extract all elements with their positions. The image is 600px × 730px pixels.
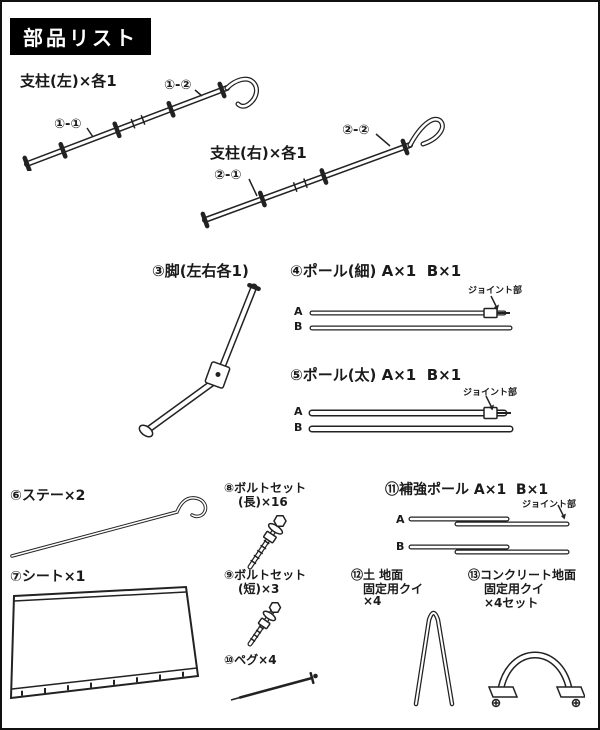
- soil-stake-label-line2: 固定用クイ: [363, 582, 424, 596]
- peg-label: ⑩ペグ×4: [224, 653, 277, 667]
- pillar-right-tag-lower: ②-①: [214, 168, 242, 183]
- peg-drawing: [230, 671, 318, 701]
- stay-drawing: [10, 496, 208, 558]
- pillar-right-label: 支柱(右)×各1: [210, 144, 307, 162]
- saddle-anchor: [487, 651, 585, 708]
- bolt-short-label-line1: ⑨ボルトセット: [224, 568, 307, 582]
- bolt-long-label-line1: ⑧ボルトセット: [224, 481, 307, 495]
- bolt-long-label-line2: (長)×16: [238, 495, 288, 509]
- reinforce-pole-drawing: [408, 504, 570, 555]
- soil-stake-drawing: [413, 610, 455, 707]
- leg-drawing: [138, 282, 261, 438]
- pillar-left-tube: [22, 76, 259, 171]
- joint-arrow: [490, 295, 499, 311]
- bolt-long: [247, 515, 287, 570]
- leg-tubes: [138, 282, 261, 438]
- concrete-stake-label-line2: 固定用クイ: [484, 582, 545, 596]
- bolt-short-label-line2: (短)×3: [238, 582, 280, 596]
- pole-thin-tubes: [309, 307, 513, 331]
- concrete-stake-label-line3: ×4セット: [484, 596, 539, 610]
- pole-thick-joint-label: ジョイント部: [463, 388, 518, 398]
- sheet-panel: [9, 585, 200, 700]
- pole-thin-label: ④ポール(細) A×1 B×1: [290, 262, 462, 280]
- pole-thick-row-b-label: B: [294, 421, 303, 434]
- sheet-label: ⑦シート×1: [10, 569, 86, 585]
- joint-arrow: [557, 504, 566, 520]
- reinforce-joint-label: ジョイント部: [522, 500, 577, 510]
- stay-rod: [10, 496, 208, 558]
- pillar-right-tag-upper: ②-②: [342, 123, 370, 138]
- stay-label: ⑥ステー×2: [10, 488, 86, 504]
- pole-thick-label: ⑤ポール(太) A×1 B×1: [290, 366, 462, 384]
- joint-arrow: [485, 395, 494, 411]
- pole-thin-row-a-label: A: [294, 305, 303, 318]
- leg-label: ③脚(左右各1): [152, 262, 249, 280]
- soil-stake-label-line3: ×4: [363, 594, 382, 608]
- pole-thin-row-b-label: B: [294, 320, 303, 333]
- peg: [230, 671, 318, 701]
- pillar-right-tube: [200, 116, 445, 229]
- sheet-drawing: [9, 585, 200, 700]
- pillar-left-tag-lower: ①-①: [54, 117, 82, 132]
- bolt-long-drawing: [247, 515, 287, 570]
- reinforce-tubes: [408, 516, 570, 555]
- pillar-left-label: 支柱(左)×各1: [20, 72, 117, 90]
- pillar-right-drawing: [200, 116, 445, 229]
- pole-thick-tubes: [308, 406, 514, 433]
- reinforce-pole-label: ⑪補強ポール A×1 B×1: [385, 482, 549, 498]
- reinforce-row-a-label: A: [396, 513, 405, 526]
- pole-thin-drawing: [309, 295, 513, 331]
- reinforce-row-b-label: B: [396, 540, 405, 553]
- page-title-badge: 部品リスト: [10, 18, 151, 55]
- pole-thick-row-a-label: A: [294, 405, 303, 418]
- bolt-short-drawing: [247, 601, 282, 647]
- soil-stake-label-line1: ⑫土 地面: [351, 568, 404, 582]
- concrete-stake-drawing: [487, 651, 585, 708]
- pillar-left-drawing: [22, 76, 259, 171]
- u-stake: [413, 610, 455, 707]
- concrete-stake-label-line1: ⑬コンクリート地面: [468, 568, 577, 582]
- pillar-left-tag-upper: ①-②: [164, 78, 192, 93]
- pole-thick-drawing: [308, 395, 514, 433]
- pole-thin-joint-label: ジョイント部: [468, 286, 523, 296]
- bolt-short: [247, 601, 282, 647]
